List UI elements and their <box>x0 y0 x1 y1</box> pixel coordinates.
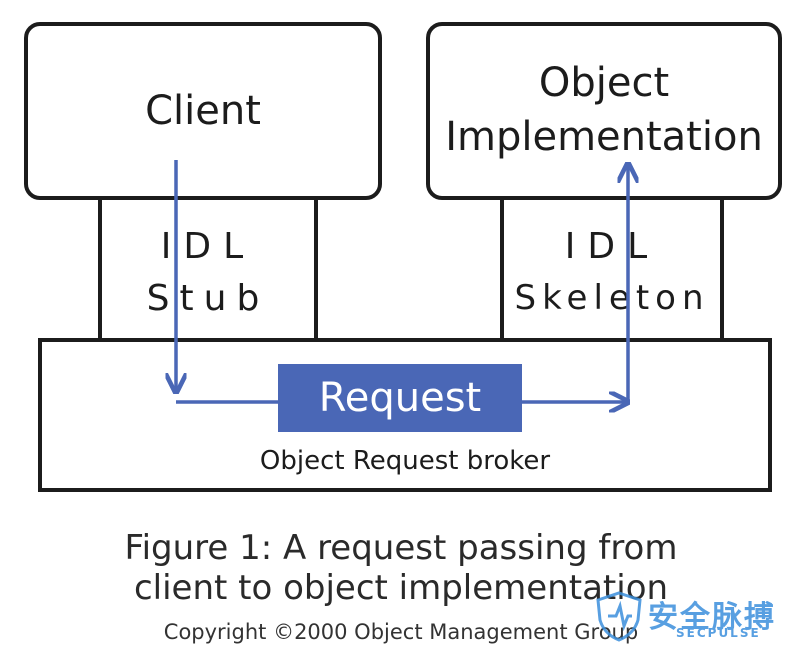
shield-icon <box>596 591 642 642</box>
idl-skeleton-box: IDL Skeleton <box>500 196 724 342</box>
idl-stub-label-line2: Stub <box>146 278 270 319</box>
object-implementation-label-line2: Implementation <box>445 114 763 160</box>
copyright-notice: Copyright ©2000 Object Management Group <box>163 620 639 644</box>
object-implementation-label-line1: Object <box>538 60 670 106</box>
idl-skeleton-label-line2: Skeleton <box>514 278 710 318</box>
watermark-title: 安全脉搏 <box>648 600 776 635</box>
request-label: Request <box>318 375 482 421</box>
idl-skeleton-label-line1: IDL <box>564 226 660 267</box>
secpulse-watermark: 安全脉搏 SECPULSE <box>594 590 794 642</box>
orb-label: Object Request broker <box>259 446 551 476</box>
client-box: Client <box>24 22 382 200</box>
figure-caption-line1: Figure 1: A request passing from <box>124 528 678 568</box>
request-box: Request <box>278 364 522 432</box>
figure-caption-line2: client to object implementation <box>133 568 669 608</box>
watermark-subtitle: SECPULSE <box>676 626 761 640</box>
client-label: Client <box>145 88 261 134</box>
